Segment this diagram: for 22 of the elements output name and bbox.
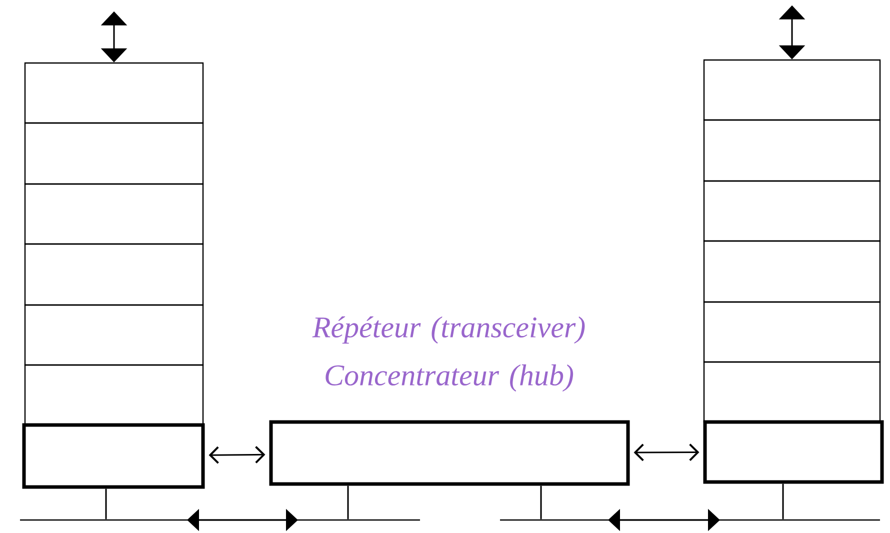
device-label: Répéteur (transceiver) Concentrateur (hub) bbox=[312, 316, 585, 392]
layer-box bbox=[703, 301, 881, 363]
stub-line bbox=[782, 484, 784, 520]
repeater-box bbox=[703, 420, 884, 484]
stub-line bbox=[105, 488, 107, 520]
arrow bbox=[634, 444, 700, 462]
layer-box bbox=[703, 180, 881, 242]
stub-line bbox=[540, 486, 542, 520]
layer-box bbox=[24, 122, 204, 185]
layer-box bbox=[703, 119, 881, 182]
layer-box bbox=[24, 62, 204, 124]
layer-box bbox=[24, 364, 204, 426]
arrow bbox=[208, 446, 266, 464]
layer-box bbox=[24, 243, 204, 306]
layer-box bbox=[703, 240, 881, 303]
layer-box bbox=[703, 361, 881, 423]
repeater-box bbox=[22, 423, 205, 489]
stub-line bbox=[347, 486, 349, 520]
layer-box bbox=[24, 304, 204, 366]
repeater-box bbox=[269, 420, 630, 486]
layer-box bbox=[703, 59, 881, 121]
layer-box bbox=[24, 183, 204, 245]
